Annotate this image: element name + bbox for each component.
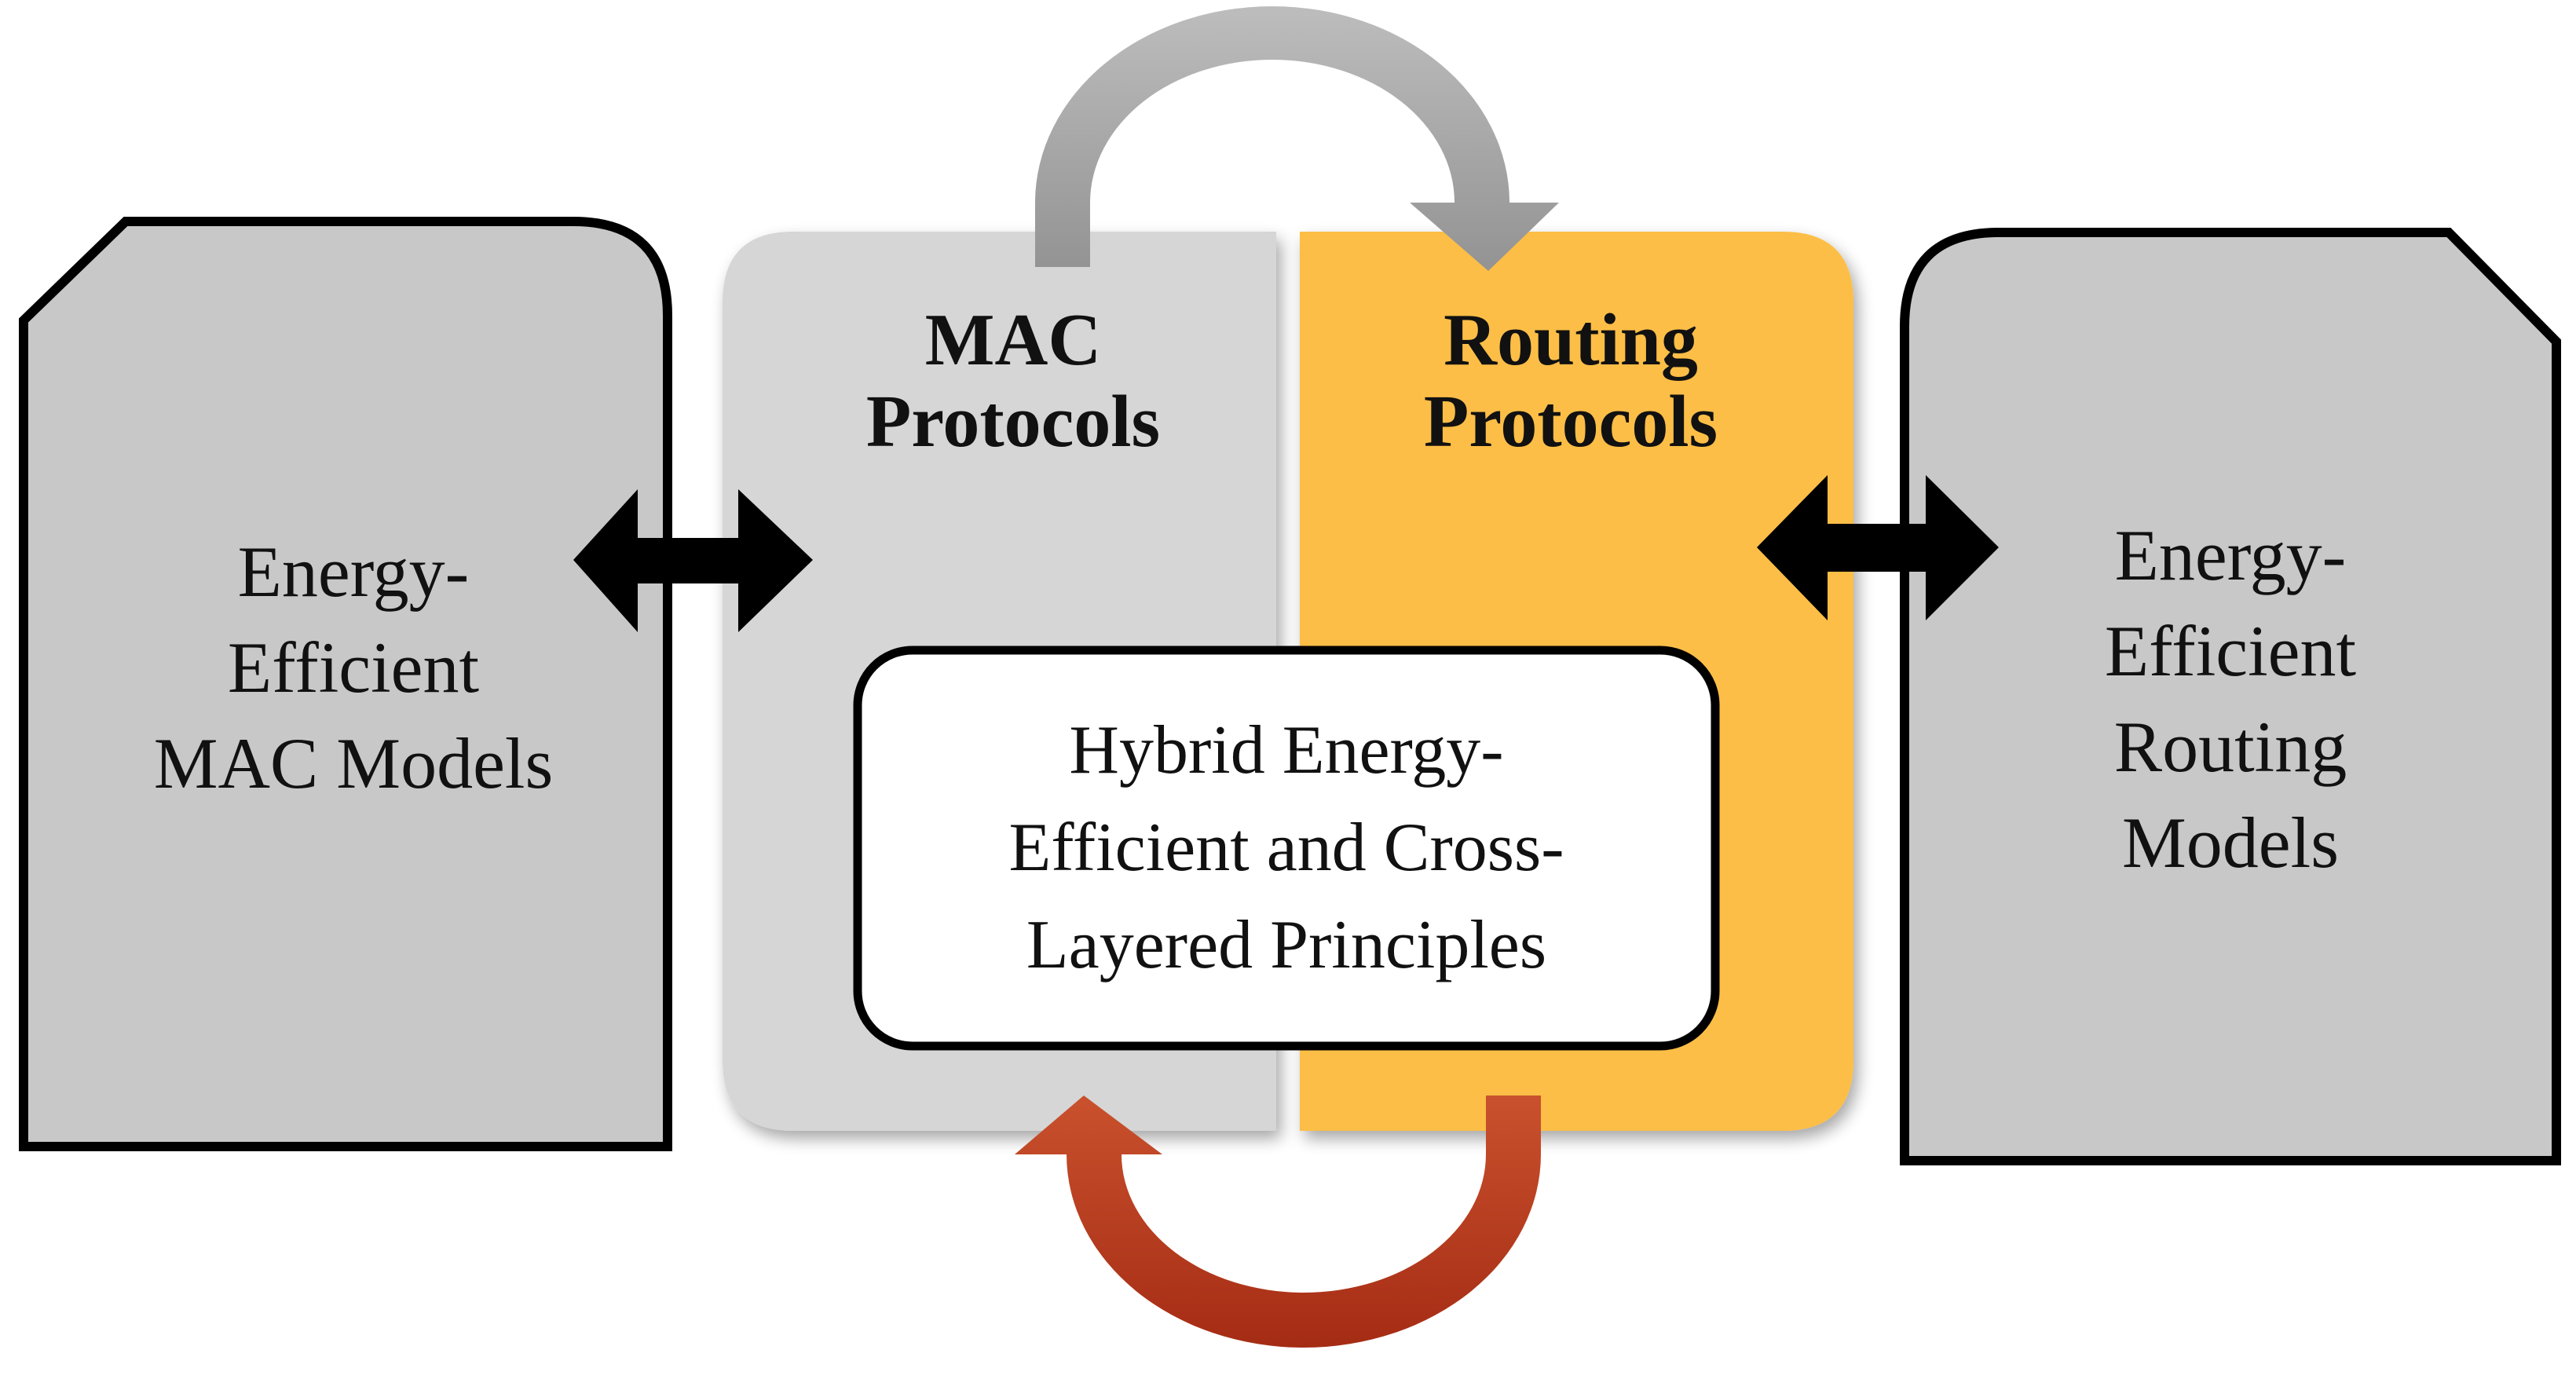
right-model-line-2: Efficient [2104, 611, 2357, 691]
right-model-box [1900, 228, 2561, 1165]
left-model-line-2: Efficient [227, 627, 480, 708]
right-model-label: Energy- Efficient Routing Models [1940, 495, 2521, 903]
left-model-box [19, 217, 672, 1151]
mac-protocols-heading: MAC Protocols [801, 291, 1225, 471]
right-double-arrow [1757, 475, 1999, 620]
routing-heading-line-1: Routing [1444, 299, 1698, 381]
right-model-line-4: Models [2122, 803, 2339, 883]
routing-protocols-heading: Routing Protocols [1351, 291, 1791, 471]
right-model-line-1: Energy- [2114, 515, 2347, 595]
routing-heading-line-2: Protocols [1423, 381, 1718, 463]
hybrid-principles-label: Hybrid Energy- Efficient and Cross- Laye… [864, 675, 1709, 1021]
top-cycle-arrow [1035, 6, 1559, 271]
left-model-line-1: Energy- [237, 532, 470, 612]
left-model-line-3: MAC Models [153, 723, 554, 803]
right-model-line-3: Routing [2113, 707, 2347, 787]
mac-heading-line-2: Protocols [865, 381, 1161, 463]
bottom-cycle-arrow [1015, 1096, 1541, 1348]
hybrid-line-1: Hybrid Energy- [1069, 712, 1504, 788]
left-double-arrow [573, 489, 813, 632]
hybrid-principles-box [853, 646, 1720, 1051]
mac-heading-line-1: MAC [924, 299, 1102, 381]
hybrid-line-3: Layered Principles [1026, 907, 1547, 983]
hybrid-line-2: Efficient and Cross- [1008, 810, 1564, 886]
left-model-label: Energy- Efficient MAC Models [63, 503, 644, 832]
